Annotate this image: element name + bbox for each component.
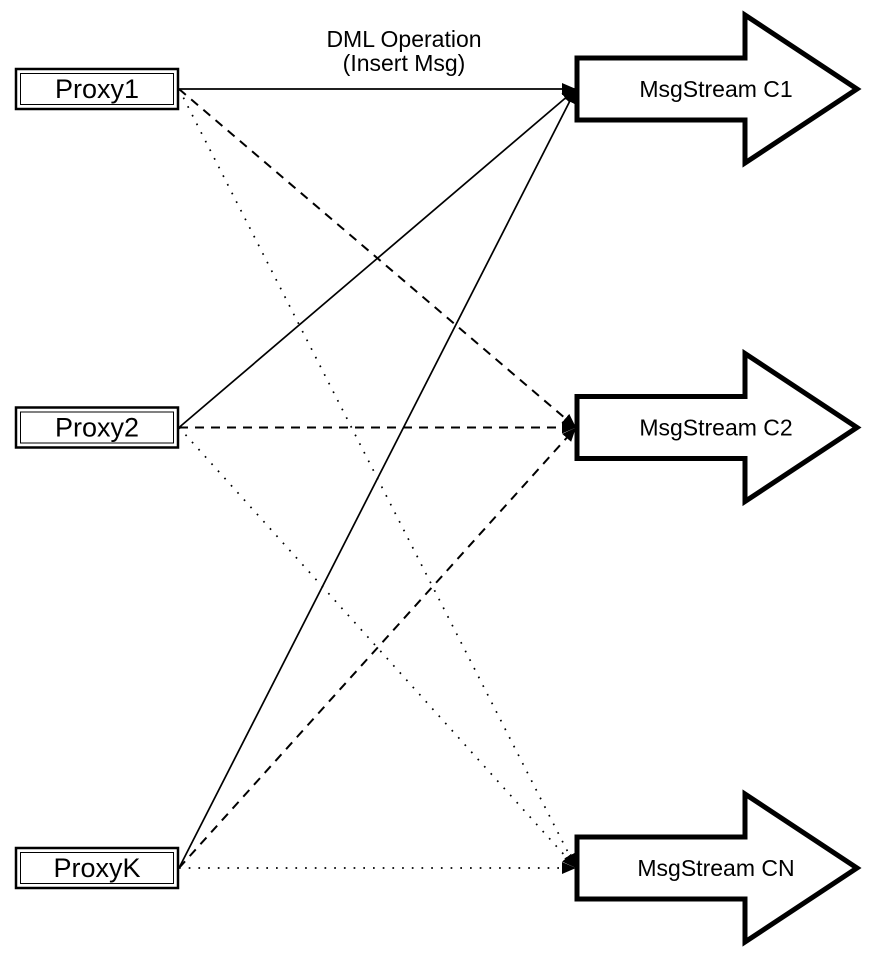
edge-proxy2-to-c1 — [178, 88, 577, 429]
edge-proxyk-to-c2 — [178, 426, 577, 869]
proxy2-box-inner-border — [20, 411, 174, 444]
diagram-title-line1: DML Operation — [326, 26, 481, 52]
node-proxyk: ProxyK — [14, 846, 180, 890]
proxyk-box-inner-border — [20, 852, 174, 884]
proxyk-label: ProxyK — [53, 853, 140, 883]
edges — [178, 83, 577, 874]
node-msgstream-c1: MsgStream C1 — [574, 10, 862, 168]
msgstream-cn-label: MsgStream CN — [637, 855, 794, 881]
proxy1-box — [14, 67, 180, 111]
node-proxy1: Proxy1 — [14, 67, 180, 111]
proxy1-box-inner-border — [20, 73, 174, 105]
diagram-title-line2: (Insert Msg) — [343, 50, 466, 76]
diagram-title: DML Operation (Insert Msg) — [326, 26, 481, 76]
msgstream-cn-arrow-shape — [574, 789, 862, 947]
msgstream-c2-label: MsgStream C2 — [639, 415, 792, 441]
msgstream-c2-arrow-shape — [574, 348, 862, 507]
node-proxy2: Proxy2 — [14, 406, 180, 449]
proxy2-label: Proxy2 — [55, 413, 139, 443]
node-msgstream-cn: MsgStream CN — [574, 789, 862, 947]
node-msgstream-c2: MsgStream C2 — [574, 348, 862, 507]
msgstream-c1-label: MsgStream C1 — [639, 76, 792, 102]
proxy1-label: Proxy1 — [55, 74, 139, 104]
edge-proxyk-to-c1 — [178, 88, 577, 869]
proxyk-box — [14, 846, 180, 890]
proxy2-box — [14, 406, 180, 449]
msgstream-c1-arrow-shape — [574, 10, 862, 168]
